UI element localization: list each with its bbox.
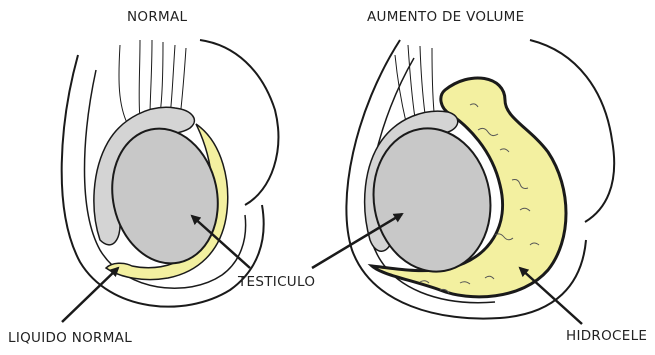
hydrocele-scrotum-diagram	[346, 40, 614, 324]
liquido-normal-label: LIQUIDO NORMAL	[8, 330, 132, 346]
hidrocele-pointer-arrow	[520, 268, 582, 324]
aumento-de-volume-heading: AUMENTO DE VOLUME	[367, 9, 524, 25]
hidrocele-label: HIDROCELE	[566, 328, 647, 344]
testiculo-label: TESTICULO	[238, 274, 315, 290]
normal-heading: NORMAL	[127, 9, 187, 25]
